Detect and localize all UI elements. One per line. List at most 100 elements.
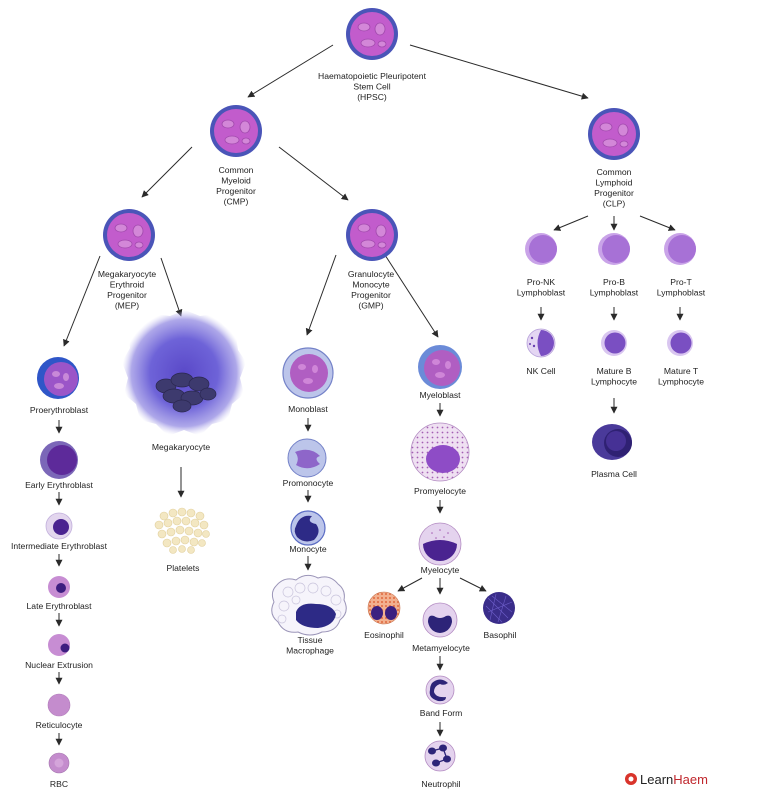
brand-learn: Learn bbox=[640, 772, 673, 787]
label-band-form: Band Form bbox=[420, 708, 463, 718]
label-rbc: RBC bbox=[50, 779, 68, 789]
label-early-erythroblast: Early Erythroblast bbox=[25, 480, 93, 490]
label-megakaryocyte: Megakaryocyte bbox=[152, 442, 210, 452]
arrow-mep-proery bbox=[63, 255, 101, 347]
cell-band-form bbox=[425, 675, 455, 705]
label-line: Granulocyte bbox=[348, 269, 395, 279]
label-line: Erythroid bbox=[110, 280, 145, 290]
label-reticulocyte: Reticulocyte bbox=[36, 720, 83, 730]
cell-pro-t bbox=[664, 233, 696, 265]
cell-proerythroblast bbox=[37, 357, 79, 399]
cell-mep bbox=[103, 209, 155, 261]
label-basophil: Basophil bbox=[484, 630, 517, 640]
label-line: Stem Cell bbox=[353, 82, 390, 92]
cell-nuclear-extrusion bbox=[48, 634, 70, 656]
label-line: (CLP) bbox=[603, 199, 626, 209]
cell-hpsc bbox=[346, 8, 398, 60]
label-metamyelocyte: Metamyelocyte bbox=[412, 643, 470, 653]
label-line: Common bbox=[219, 165, 254, 175]
cell-late-erythroblast bbox=[48, 576, 70, 598]
cell-promonocyte bbox=[287, 438, 327, 478]
label-line: Lymphoblast bbox=[657, 288, 706, 298]
cell-myelocyte bbox=[418, 522, 462, 566]
label-line: Pro-B bbox=[603, 277, 625, 287]
cell-tissue-macrophage bbox=[271, 574, 347, 636]
cell-pro-nk bbox=[525, 233, 557, 265]
label-line: Myeloid bbox=[221, 176, 251, 186]
arrows bbox=[55, 44, 684, 746]
cell-mature-b bbox=[601, 330, 627, 356]
arrow-gmp-monoblast bbox=[305, 254, 337, 336]
label-line: Mature T bbox=[664, 366, 699, 376]
label-line: Megakaryocyte bbox=[98, 269, 156, 279]
label-line: Progenitor bbox=[216, 186, 256, 196]
cell-basophil bbox=[483, 592, 515, 624]
label-line: Lymphocyte bbox=[591, 377, 637, 387]
cell-monocyte bbox=[290, 510, 326, 546]
platelets-cluster bbox=[154, 507, 210, 554]
cell-megakaryocyte bbox=[122, 310, 246, 436]
label-myeloblast: Myeloblast bbox=[419, 390, 461, 400]
label-late-erythroblast: Late Erythroblast bbox=[27, 601, 93, 611]
label-monocyte: Monocyte bbox=[289, 544, 326, 554]
label-eosinophil: Eosinophil bbox=[364, 630, 404, 640]
label-proerythroblast: Proerythroblast bbox=[30, 405, 89, 415]
label-line: (GMP) bbox=[358, 301, 383, 311]
cell-myeloblast bbox=[418, 345, 462, 389]
cell-gmp bbox=[346, 209, 398, 261]
cell-eosinophil bbox=[367, 591, 401, 625]
label-line: Progenitor bbox=[594, 188, 634, 198]
label-nk-cell: NK Cell bbox=[526, 366, 555, 376]
cell-neutrophil bbox=[424, 740, 456, 772]
label-promonocyte: Promonocyte bbox=[283, 478, 334, 488]
cell-pro-b bbox=[598, 233, 630, 265]
cell-nk bbox=[526, 328, 556, 358]
cell-monoblast bbox=[282, 347, 334, 399]
label-line: Pro-NK bbox=[527, 277, 555, 287]
cell-promyelocyte bbox=[410, 422, 470, 482]
cell-metamyelocyte bbox=[422, 602, 458, 638]
label-line: (MEP) bbox=[115, 301, 139, 311]
cell-intermediate-erythroblast bbox=[45, 512, 73, 540]
cell-rbc bbox=[48, 752, 70, 774]
arrow-clp-prot bbox=[639, 215, 676, 231]
label-line: Mature B bbox=[597, 366, 632, 376]
cell-cmp bbox=[210, 105, 262, 157]
arrow-mep-mega bbox=[160, 257, 183, 317]
label-line: Monocyte bbox=[352, 280, 389, 290]
label-line: Pro-T bbox=[670, 277, 692, 287]
label-line: Haematopoietic Pleuripotent bbox=[318, 71, 427, 81]
label-line: Tissue bbox=[298, 635, 323, 645]
arrow-hpsc-clp bbox=[409, 44, 589, 100]
label-platelets: Platelets bbox=[167, 563, 200, 573]
brand-haem: Haem bbox=[673, 772, 708, 787]
label-monoblast: Monoblast bbox=[288, 404, 328, 414]
label-line: Progenitor bbox=[107, 290, 147, 300]
label-plasma-cell: Plasma Cell bbox=[591, 469, 637, 479]
label-line: Lymphoblast bbox=[517, 288, 566, 298]
cell-reticulocyte bbox=[47, 693, 71, 717]
cell-early-erythroblast bbox=[40, 441, 78, 479]
arrow-clp-pronk bbox=[553, 215, 589, 231]
cell-clp bbox=[588, 108, 640, 160]
label-line: Macrophage bbox=[286, 646, 334, 656]
label-line: Lymphoblast bbox=[590, 288, 639, 298]
cell-plasma bbox=[592, 424, 632, 460]
label-line: Progenitor bbox=[351, 290, 391, 300]
label-intermediate-erythroblast: Intermediate Erythroblast bbox=[11, 541, 108, 551]
learnhaem-logo: LearnHaem bbox=[625, 772, 708, 787]
label-line: (HPSC) bbox=[357, 92, 387, 102]
arrow-gmp-myeloblast bbox=[384, 254, 439, 338]
svg-text:LearnHaem: LearnHaem bbox=[640, 772, 708, 787]
